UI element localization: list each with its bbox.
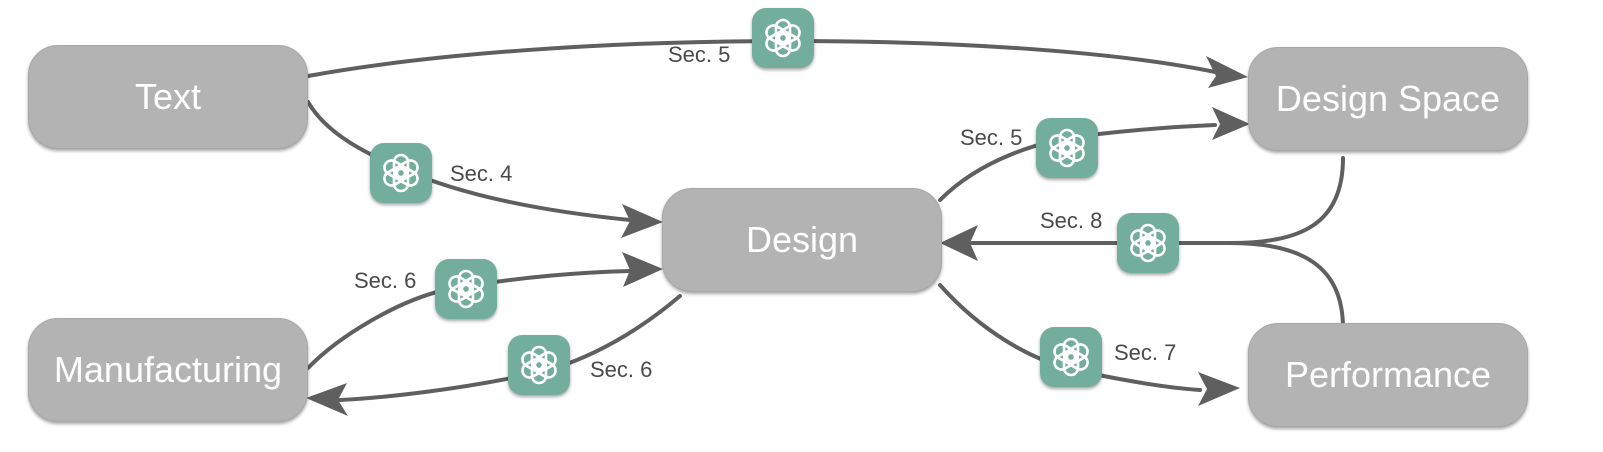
node-text-label: Text xyxy=(134,76,202,117)
arrowhead-manufacturing xyxy=(306,383,348,416)
openai-logo-icon xyxy=(435,259,497,319)
label-manufacturing-to-design: Sec. 6 xyxy=(354,268,417,293)
label-design-to-performance: Sec. 7 xyxy=(1114,340,1177,365)
arrowhead-design-space-mid xyxy=(1212,107,1250,140)
openai-logo-icon xyxy=(370,143,432,203)
label-text-to-design-space: Sec. 5 xyxy=(668,42,731,67)
node-design-space: Design Space xyxy=(1248,47,1528,151)
node-performance-label: Performance xyxy=(1284,354,1492,395)
node-design-label: Design xyxy=(745,219,859,260)
arrowhead-design-from-text xyxy=(621,204,663,238)
label-text-to-design: Sec. 4 xyxy=(450,161,513,186)
arrowhead-design-space-top xyxy=(1206,56,1248,88)
edge-performance-feedback xyxy=(1228,241,1345,330)
openai-logo-icon xyxy=(1040,327,1102,387)
node-design: Design xyxy=(662,188,942,292)
node-text: Text xyxy=(28,45,308,149)
node-design-space-label: Design Space xyxy=(1275,78,1501,119)
openai-logo-icon xyxy=(508,335,570,395)
openai-logo-icon xyxy=(1036,118,1098,178)
arrowhead-design-feedback xyxy=(940,225,978,261)
openai-logo-icon xyxy=(1117,213,1179,273)
node-manufacturing-label: Manufacturing xyxy=(53,349,283,390)
label-design-to-design-space: Sec. 5 xyxy=(960,125,1023,150)
node-manufacturing: Manufacturing xyxy=(28,318,308,422)
arrowhead-performance xyxy=(1198,372,1240,406)
node-performance: Performance xyxy=(1248,323,1528,427)
arrowhead-design-from-manufacturing xyxy=(622,252,663,287)
label-feedback-to-design: Sec. 8 xyxy=(1040,208,1103,233)
label-design-to-manufacturing: Sec. 6 xyxy=(590,357,653,382)
openai-logo-icon xyxy=(752,8,814,68)
